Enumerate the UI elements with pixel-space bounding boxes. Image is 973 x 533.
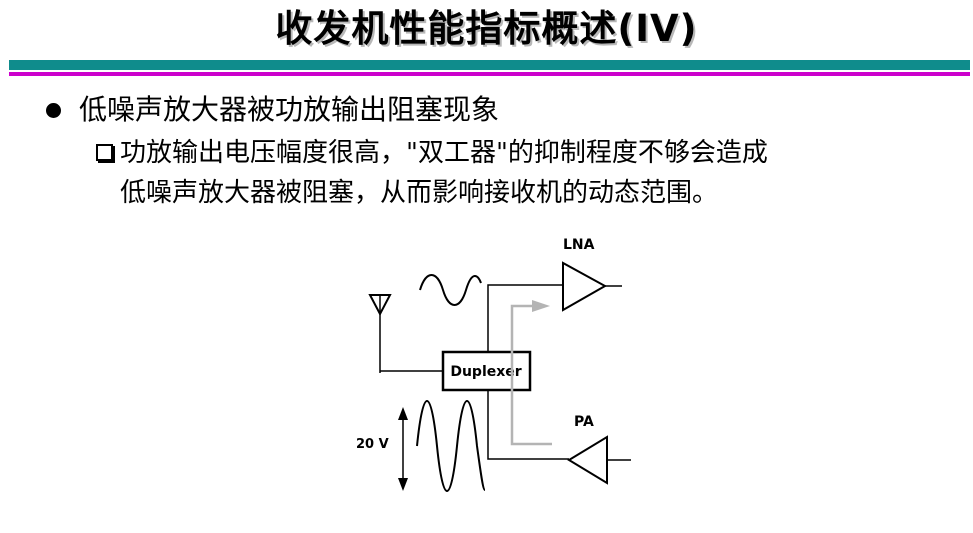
small-signal-wave-icon: [419, 274, 482, 306]
antenna-icon: [368, 294, 392, 373]
pa-label: PA: [574, 414, 594, 430]
lna-label: LNA: [563, 237, 595, 253]
sub-bullet-box-icon: [96, 144, 113, 161]
duplexer-block: Duplexer: [441, 350, 532, 392]
large-signal-wave-icon: [416, 400, 486, 492]
pa-amplifier-icon: [567, 435, 631, 485]
title-divider-teal: [9, 60, 970, 70]
lna-amplifier-icon: [562, 261, 622, 312]
voltage-label: 20 V: [356, 437, 389, 452]
bullet-dot-icon: [46, 102, 61, 118]
duplexer-label: Duplexer: [450, 364, 521, 380]
sub-bullet-text-line1: 功放输出电压幅度很高，"双工器"的抑制程度不够会造成: [120, 138, 768, 168]
sub-bullet-text-line2: 低噪声放大器被阻塞，从而影响接收机的动态范围。: [120, 178, 719, 208]
rx-path: [487, 284, 563, 352]
title-divider-magenta: [9, 72, 970, 76]
voltage-arrow-icon: [398, 407, 408, 491]
slide-title: 收发机性能指标概述(IV): [275, 7, 698, 50]
tx-path: [487, 390, 569, 460]
bullet-item: 低噪声放大器被功放输出阻塞现象: [46, 88, 499, 132]
bullet-text: 低噪声放大器被功放输出阻塞现象: [79, 93, 500, 126]
leakage-path: [510, 300, 552, 446]
